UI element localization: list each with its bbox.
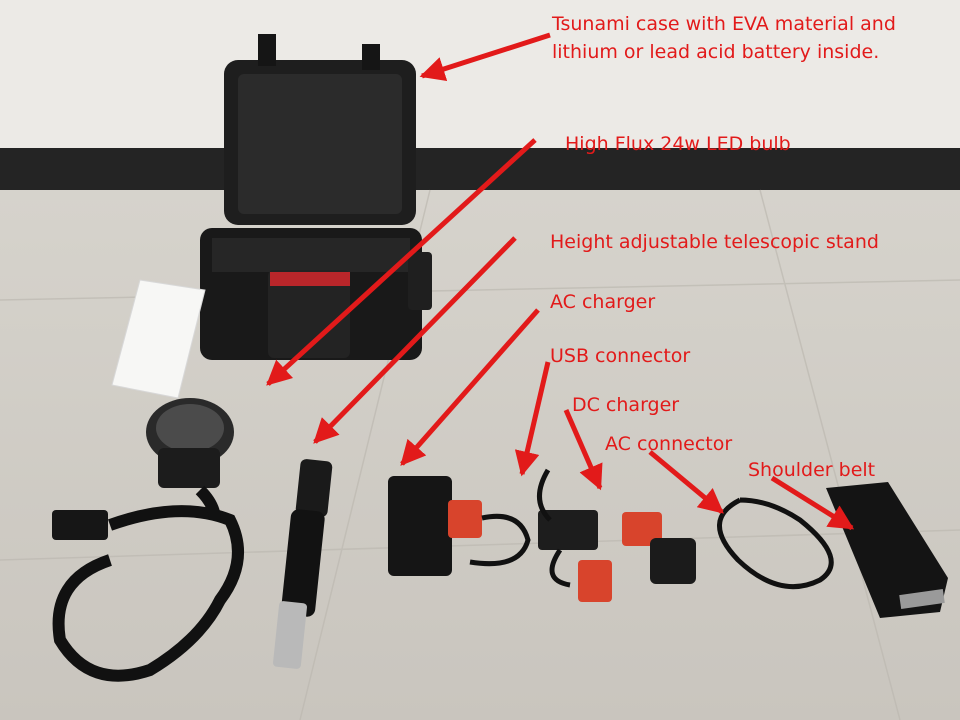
arrow-ac-charger	[400, 308, 540, 466]
label-shoulder-belt: Shoulder belt	[748, 459, 876, 481]
label-led-bulb: High Flux 24w LED bulb	[565, 133, 791, 155]
shoulder-belt	[826, 482, 948, 618]
label-dc-charger: DC charger	[572, 394, 680, 416]
arrow-ac-connector	[648, 450, 724, 514]
label-usb-connector: USB connector	[550, 345, 691, 367]
label-ac-connector: AC connector	[605, 433, 733, 455]
label-tsunami-case: Tsunami case with EVA material and lithi…	[552, 13, 896, 63]
coiled-cable	[52, 485, 244, 682]
arrow-belt	[770, 475, 855, 531]
usb-dc-charger	[537, 468, 696, 602]
wall	[0, 0, 960, 150]
label-ac-charger: AC charger	[550, 291, 656, 313]
arrow-case	[419, 32, 551, 82]
arrow-usb	[514, 361, 551, 477]
floor	[0, 190, 960, 720]
arrow-dc-charger	[563, 409, 603, 491]
skirting-strip	[0, 148, 960, 190]
tsunami-case	[111, 34, 432, 399]
annotation-arrows	[266, 32, 855, 531]
led-bulb	[52, 398, 234, 540]
telescopic-stand	[273, 459, 333, 669]
ac-charger	[388, 476, 531, 576]
arrow-stand	[313, 236, 517, 444]
arrow-bulb	[266, 138, 537, 386]
ac-connector-cable	[717, 497, 834, 590]
label-telescopic-stand: Height adjustable telescopic stand	[550, 231, 879, 253]
